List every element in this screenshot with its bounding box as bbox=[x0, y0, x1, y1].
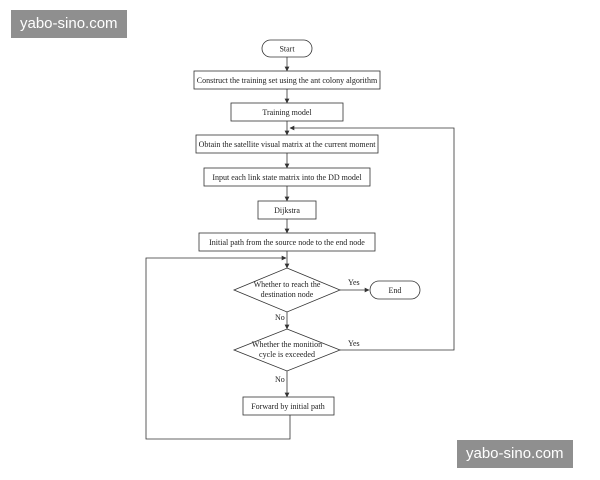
yes1-label: Yes bbox=[348, 278, 360, 287]
decision1-label-line2: destination node bbox=[261, 290, 314, 299]
step2-label: Training model bbox=[262, 108, 312, 117]
start-terminal bbox=[261, 39, 313, 58]
step3-label: Obtain the satellite visual matrix at th… bbox=[199, 140, 377, 149]
step2-box bbox=[230, 102, 344, 122]
decision2-label-line1: Whether the monition bbox=[252, 340, 322, 349]
end-label: End bbox=[389, 286, 402, 295]
end-terminal bbox=[369, 280, 421, 300]
step5-box bbox=[257, 200, 317, 220]
decision2-diamond bbox=[232, 328, 342, 372]
step3-box bbox=[195, 134, 379, 154]
step1-label: Construct the training set using the ant… bbox=[197, 76, 378, 85]
no2-label: No bbox=[275, 375, 285, 384]
step7-label: Forward by initial path bbox=[251, 402, 325, 411]
loop-connector-left bbox=[145, 255, 291, 440]
decision2-label-line2: cycle is exceeded bbox=[259, 350, 315, 359]
step6-label: Initial path from the source node to the… bbox=[209, 238, 365, 247]
loop-connector-right bbox=[289, 125, 455, 351]
step5-label: Dijkstra bbox=[274, 206, 300, 215]
decision1-diamond bbox=[232, 267, 342, 313]
watermark-top: yabo-sino.com bbox=[11, 10, 127, 38]
step6-box bbox=[198, 232, 376, 252]
start-label: Start bbox=[279, 45, 295, 54]
step7-box bbox=[242, 396, 335, 416]
step4-label: Input each link state matrix into the DD… bbox=[212, 173, 362, 182]
watermark-bottom: yabo-sino.com bbox=[457, 440, 573, 468]
no1-label: No bbox=[275, 313, 285, 322]
decision1-label-line1: Whether to reach the bbox=[254, 280, 321, 289]
step4-box bbox=[203, 167, 371, 187]
step1-box bbox=[193, 70, 381, 90]
yes2-label: Yes bbox=[348, 339, 360, 348]
